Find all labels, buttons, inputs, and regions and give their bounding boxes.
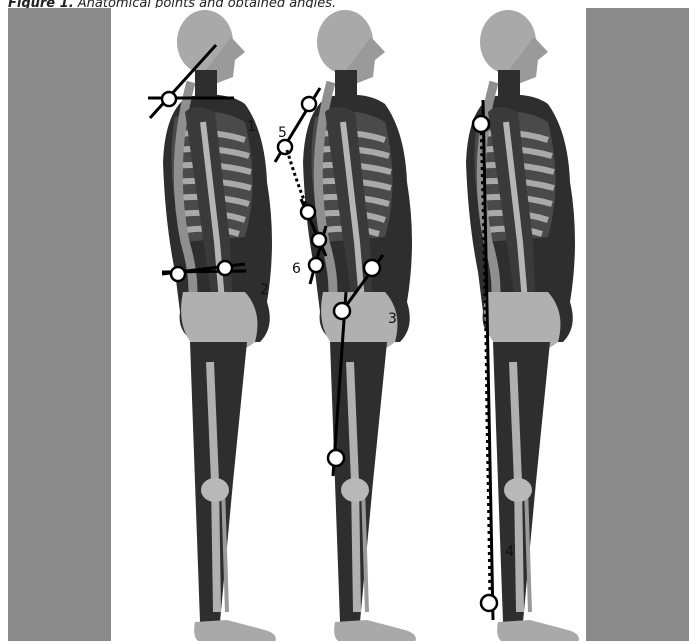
marker-5: 5 xyxy=(278,125,287,141)
figure-middle: 5 6 3 xyxy=(275,10,416,641)
marker-2: 2 xyxy=(260,282,269,298)
figure-left: 1 2 xyxy=(148,10,276,641)
marker-6: 6 xyxy=(292,261,301,277)
marker-3: 3 xyxy=(388,311,397,327)
marker-4: 4 xyxy=(505,544,514,560)
marker-1: 1 xyxy=(247,119,256,135)
figure-right: 4 xyxy=(466,10,579,641)
